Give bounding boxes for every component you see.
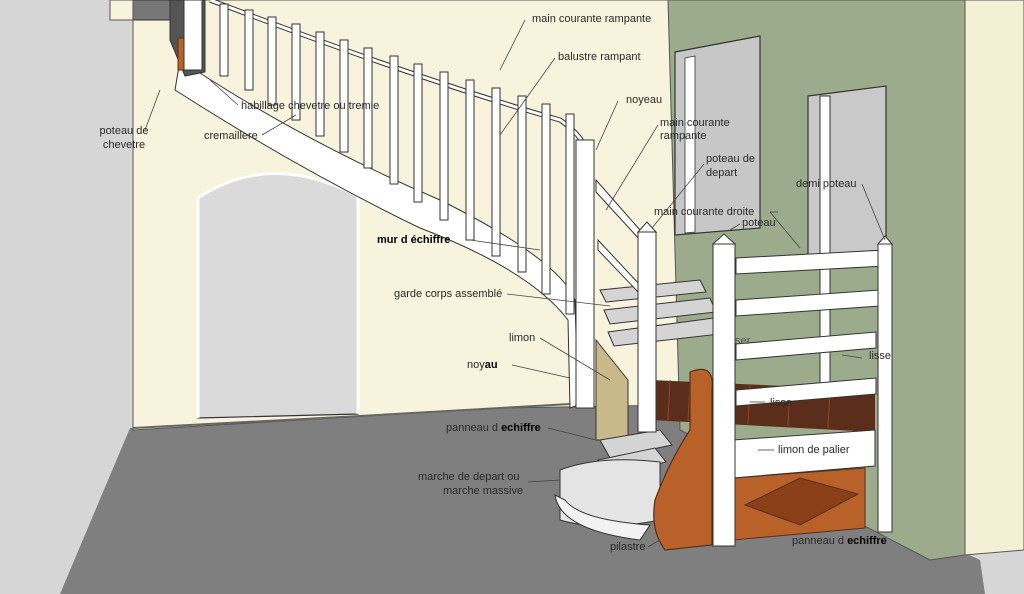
label-panneau-echiffre-1-pre: panneau d [446,422,498,434]
label-balustre-rampant: balustre rampant [558,51,641,63]
leader-lines [144,19,886,548]
label-main-courante-rampante-2b: rampante [660,130,707,142]
window-opening-upper-frame [684,55,696,234]
label-panneau-echiffre-1: panneau d echiffre [446,422,541,435]
label-habillage-chevetre: habillage chevetre ou tremie [241,100,380,112]
pilastre [653,368,713,551]
label-marche-de-depart-a: marche de depart ou [418,471,520,483]
upper-treads [599,279,721,347]
upper-guard-rail [595,178,641,296]
poteau-cap [711,233,737,245]
poteau-de-depart [637,231,657,433]
floor [60,400,985,594]
poteau-de-depart-cap [636,221,658,233]
label-limon: limon [509,332,536,344]
demi-poteau-right [877,243,893,533]
limon-band [174,59,579,409]
poteau-de-chevetre [129,0,171,21]
label-panneau-echiffre-1-bold: echiffre [501,422,541,434]
label-poteau: poteau [742,217,776,229]
noyeau-post [575,139,595,409]
label-main-courante-rampante-2a: main courante [660,117,730,129]
far-right-wall-edge [964,0,1024,556]
label-poteau-de-depart-a: poteau de [706,153,755,165]
label-marche-de-depart-b: marche massive [443,485,524,497]
lisses [735,249,886,407]
top-wall-edge [109,0,134,21]
label-poteau-de-depart-b: depart [706,167,738,179]
baseboard [132,403,571,429]
label-cremaillere: cremaillere [204,130,258,142]
label-lisse-1: lisse [869,350,892,362]
label-mur-d-echiffre: mur d échiffre [377,234,451,246]
label-limon-de-palier: limon de palier [778,444,850,456]
label-noyau-bold: au [484,359,498,371]
arched-door [197,172,359,419]
window-opening-upper [674,35,761,236]
chevetre-post [183,0,203,71]
label-poteau-de-chevetre-b: chevetre [102,139,146,151]
label-panneau-echiffre-2-pre: panneau d [792,535,844,547]
label-panneau-echiffre-2-bold: echiffre [847,535,887,547]
label-lisse-2: lisse [770,397,793,409]
label-noyeau: noyeau [626,94,663,106]
poteau [712,243,736,547]
marche-de-depart-nose [554,494,651,541]
label-main-courante-rampante-top: main courante rampante [532,13,652,25]
balustres [219,3,575,315]
label-poteau-de-chevetre-a: poteau de [99,125,149,137]
label-demi-poteau: demi poteau [796,178,857,190]
label-panneau-echiffre-2: panneau d echiffre [792,535,887,548]
label-noyau-pre: noy [467,359,485,371]
label-pilastre: pilastre [610,541,646,553]
label-main-courante-droite: main courante droite [654,206,755,218]
label-garde-corps-assemble: garde corps assemblé [394,288,503,300]
panneau-echiffre-diamond [743,477,860,526]
label-noyau: noyau [467,359,498,372]
label-partial-ser: ser [735,335,751,347]
